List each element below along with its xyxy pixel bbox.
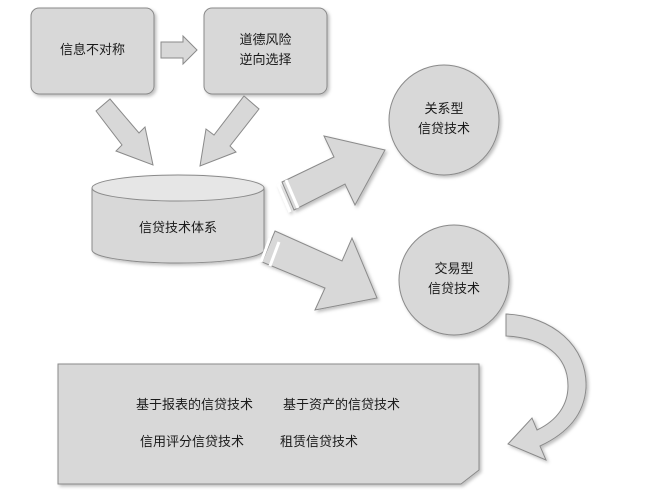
technique-asset-based: 基于资产的信贷技术 (283, 398, 401, 413)
transaction-label: 交易型 信贷技术 (399, 240, 509, 320)
relationship-line1: 关系型 (424, 102, 464, 117)
transaction-line2: 信贷技术 (427, 282, 480, 297)
relationship-line2: 信贷技术 (417, 122, 470, 137)
moral-hazard-text: 道德风险 (239, 33, 292, 48)
info-asymmetry-label: 信息不对称 (31, 8, 154, 94)
relationship-label: 关系型 信贷技术 (389, 80, 499, 160)
credit-system-label: 信贷技术体系 (92, 205, 264, 253)
transaction-line1: 交易型 (434, 262, 474, 277)
arrow-system-to-relationship (276, 135, 386, 213)
credit-system-text: 信贷技术体系 (138, 221, 217, 236)
technique-leasing: 租赁信贷技术 (280, 435, 359, 450)
technique-financial-statement: 基于报表的信贷技术 (136, 398, 254, 413)
arrow-hazard-to-system (199, 95, 260, 167)
adverse-selection-text: 逆向选择 (239, 53, 292, 68)
credit-system-cylinder (91, 174, 265, 264)
transaction-circle (398, 224, 510, 336)
arrow-transaction-to-techniques (505, 313, 587, 461)
relationship-circle (388, 64, 500, 176)
technique-credit-scoring: 信用评分信贷技术 (140, 435, 245, 450)
moral-hazard-box (203, 7, 328, 95)
arrow-info-to-system (95, 98, 154, 166)
techniques-panel (57, 363, 480, 485)
moral-hazard-label: 道德风险 逆向选择 (204, 8, 327, 94)
arrow-info-to-hazard (160, 34, 198, 66)
arrow-system-to-transaction (259, 230, 378, 311)
info-asymmetry-text: 信息不对称 (59, 43, 125, 58)
info-asymmetry-box (30, 7, 155, 95)
